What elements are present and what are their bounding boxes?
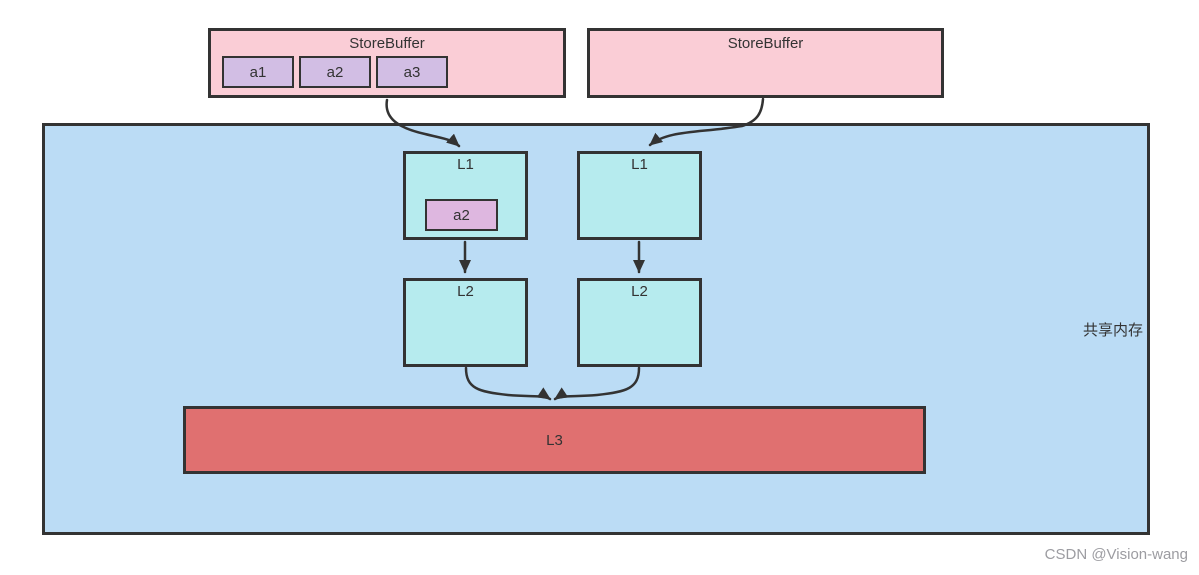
l2-cache-left: L2 [403,278,528,367]
l1-cache-left-entry-a2: a2 [425,199,498,231]
store-buffer-left-title: StoreBuffer [349,35,425,52]
l3-cache: L3 [183,406,926,474]
store-buffer-right: StoreBuffer [587,28,944,98]
slot-a1: a1 [222,56,294,88]
l2-cache-left-label: L2 [457,283,474,300]
l1-cache-left: L1 a2 [403,151,528,240]
l1-cache-left-label: L1 [457,156,474,173]
watermark-text: CSDN @Vision-wang [1044,546,1188,563]
store-buffer-right-title: StoreBuffer [727,35,804,52]
store-buffer-left: StoreBuffer a1 a2 a3 [208,28,566,98]
l1-cache-right-label: L1 [631,156,648,173]
shared-memory-label: 共享内存 [1082,322,1143,339]
l2-cache-right-label: L2 [631,283,648,300]
slot-a2: a2 [299,56,371,88]
l2-cache-right: L2 [577,278,702,367]
l1-cache-right: L1 [577,151,702,240]
store-buffer-left-slots: a1 a2 a3 [222,56,448,88]
slot-a3: a3 [376,56,448,88]
